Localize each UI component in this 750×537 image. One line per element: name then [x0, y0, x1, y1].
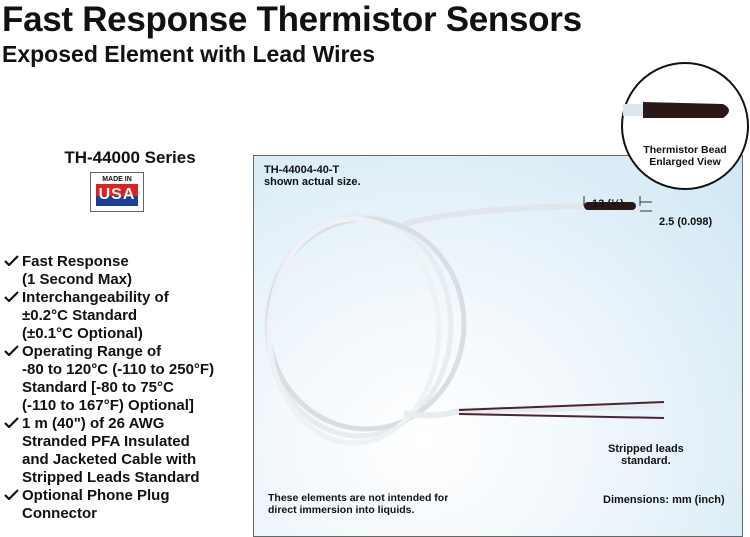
- bead-enlarged-inset: Thermistor Bead Enlarged View: [621, 62, 749, 190]
- feature-line: Fast Response: [22, 253, 129, 270]
- badge-top-text: MADE IN: [102, 176, 132, 183]
- immersion-warning: These elements are not intended for dire…: [268, 492, 448, 516]
- dimension-lines: [583, 196, 652, 212]
- leads-note-line: Stripped leads: [608, 443, 684, 455]
- sensor-cable-illustration: [264, 196, 665, 446]
- diameter-dimension: 2.5 (0.098): [659, 216, 713, 228]
- feature-line: Interchangeability of: [22, 289, 169, 306]
- stripped-leads-note: Stripped leads standard.: [608, 443, 684, 467]
- warning-line: direct immersion into liquids.: [268, 504, 415, 516]
- cable-jacket: [403, 403, 665, 419]
- series-name: TH-44000 Series: [64, 148, 196, 167]
- feature-item: Fast Response(1 Second Max): [4, 253, 214, 289]
- units-note: Dimensions: mm (inch): [603, 494, 725, 506]
- feature-line: Connector: [22, 505, 97, 522]
- page-subtitle: Exposed Element with Lead Wires: [2, 41, 375, 67]
- model-label: TH-44004-40-T shown actual size.: [264, 164, 361, 188]
- cable-to-bead: [403, 203, 585, 227]
- warning-line: These elements are not intended for: [268, 492, 449, 504]
- product-diagram: TH-44004-40-T shown actual size. 13 (½) …: [253, 155, 743, 537]
- feature-line: Standard [-80 to 75°C: [22, 379, 174, 396]
- badge-main-text: USA: [96, 184, 138, 206]
- feature-line: Stranded PFA Insulated: [22, 433, 190, 450]
- thermistor-bead: [584, 202, 636, 210]
- feature-line: ±0.2°C Standard: [22, 307, 138, 324]
- feature-line: (±0.1°C Optional): [22, 325, 143, 342]
- feature-line: (1 Second Max): [22, 271, 133, 288]
- enlarged-bead-illustration: [623, 102, 729, 118]
- made-in-usa-badge: MADE IN USA: [90, 172, 144, 212]
- inset-caption-line: Thermistor Bead: [643, 144, 727, 156]
- check-mark-icon: [4, 487, 22, 523]
- feature-line: 1 m (40") of 26 AWG: [22, 415, 165, 432]
- feature-line: and Jacketed Cable with: [22, 451, 197, 468]
- model-caption: shown actual size.: [264, 176, 361, 188]
- page-title: Fast Response Thermistor Sensors: [2, 0, 582, 39]
- feature-line: Optional Phone Plug: [22, 487, 170, 504]
- feature-line: Stripped Leads Standard: [22, 469, 200, 486]
- feature-list: Fast Response(1 Second Max)Interchangeab…: [4, 253, 214, 523]
- leads-note-line: standard.: [621, 455, 671, 467]
- feature-item: Interchangeability of±0.2°C Standard(±0.…: [4, 289, 214, 343]
- length-dimension: 13 (½): [592, 198, 624, 210]
- check-mark-icon: [4, 253, 22, 289]
- feature-line: Operating Range of: [22, 343, 162, 360]
- stripped-lead-1: [458, 401, 665, 411]
- feature-line: (-110 to 167°F) Optional]: [22, 397, 194, 414]
- coiled-cable: [264, 213, 467, 446]
- stripped-lead-2: [458, 413, 665, 419]
- model-number: TH-44004-40-T: [264, 164, 340, 176]
- feature-line: -80 to 120°C (-110 to 250°F): [22, 361, 215, 378]
- check-mark-icon: [4, 343, 22, 415]
- check-mark-icon: [4, 415, 22, 487]
- feature-item: Operating Range of-80 to 120°C (-110 to …: [4, 343, 214, 415]
- check-mark-icon: [4, 289, 22, 343]
- inset-caption-line: Enlarged View: [649, 156, 721, 168]
